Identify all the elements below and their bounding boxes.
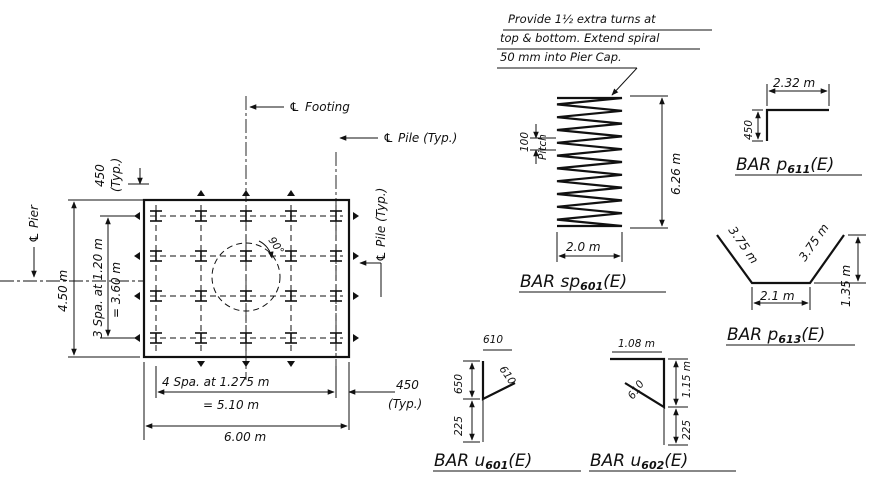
footing-outline [142,198,351,359]
note-line1: Provide 1½ extra turns at [508,12,656,26]
sp601-pitch-label: Pitch [537,134,549,160]
spacing-h-line2: = 5.10 m [203,398,259,412]
edge-marker [197,190,205,196]
angle-arc [258,240,274,259]
right-edge-typ: (Typ.) [388,397,422,411]
edge-marker [353,334,359,342]
spiral-note: Provide 1½ extra turns at top & bottom. … [497,12,712,96]
u602-height: 1.15 m [681,361,693,398]
pier-cl-symbol: ℄ [27,232,41,243]
u602-title: BAR u602(E) [590,451,688,472]
pile-cl-symbol: ℄ [383,131,394,145]
pile-marker [195,210,207,222]
angle-label: 90° [266,235,287,257]
u601-top: 610 [483,334,503,346]
p613-rise: 1.35 m [839,265,853,307]
note-line3: 50 mm into Pier Cap. [500,50,622,64]
right-edge-dim: 450 [396,378,419,392]
u601-title: BAR u601(E) [434,451,532,472]
spacing-h-line1: 4 Spa. at 1.275 m [162,375,269,389]
pile-marker [195,290,207,302]
pile-marker [285,332,297,344]
p611-shape [765,108,829,141]
bar-u601: 610 610 650 225 BAR u601(E) [433,334,581,472]
p611-leg: 450 [743,120,755,140]
top-edge-typ: (Typ.) [109,158,123,192]
p613-right: 3.75 m [796,221,832,264]
spacing-v-line1: 3 Spa. at 1.20 m [91,238,105,338]
bar-sp601: 6.26 m 100 Pitch 2.0 m BAR sp601(E) [519,95,683,293]
pile-label: Pile (Typ.) [398,131,457,145]
bar-p613: 3.75 m 3.75 m 2.1 m 1.35 m BAR p613(E) [716,221,866,346]
pile-marker [285,250,297,262]
bar-u602: 1.08 m 610 1.15 m 225 BAR u602(E) [589,338,736,472]
footing-plan: 90° ℄ Footing ℄ Pile (Typ.) ℄ Pile (Typ.… [0,96,457,444]
edge-marker [353,252,359,260]
pile-marker [285,210,297,222]
p613-shape [716,234,845,285]
pile-marker [195,332,207,344]
pile-cl-symbol-2: ℄ [374,251,388,262]
edge-marker [134,252,140,260]
p613-left: 3.75 m [726,224,762,267]
footing-cl-symbol: ℄ [289,100,300,114]
bar-p611: 2.32 m 450 BAR p611(E) [735,76,862,176]
p613-base: 2.1 m [760,289,795,303]
edge-marker [197,361,205,367]
pile-grid [150,205,343,352]
u601-tail: 225 [453,416,465,436]
spiral-shape [556,96,623,228]
edge-marker [134,292,140,300]
pile-marker [150,210,162,222]
spacing-v-line2: = 3.60 m [109,262,123,318]
u602-shape [610,357,666,409]
note-leader [611,67,638,96]
pile-marker [150,290,162,302]
edge-marker [287,361,295,367]
pile-marker [150,250,162,262]
footing-label: Footing [305,100,350,114]
overall-height: 4.50 m [56,270,70,312]
u601-height: 650 [453,374,465,394]
sp601-width: 2.0 m [566,240,601,254]
edge-marker [353,292,359,300]
edge-marker [242,361,250,367]
note-line2: top & bottom. Extend spiral [500,31,660,45]
pile-edge-markers [134,190,359,367]
pile-marker [285,290,297,302]
top-edge-dim: 450 [93,164,107,187]
p613-title: BAR p613(E) [727,325,825,346]
u602-top: 1.08 m [618,338,655,350]
sp601-title: BAR sp601(E) [520,272,627,293]
u602-tail: 225 [681,420,693,440]
edge-marker [287,190,295,196]
pile-label-2: Pile (Typ.) [374,188,388,247]
edge-marker [353,212,359,220]
pier-label: Pier [27,204,41,228]
p611-length: 2.32 m [773,76,815,90]
overall-width: 6.00 m [224,430,266,444]
pile-marker [150,332,162,344]
sp601-height: 6.26 m [669,153,683,195]
sp601-pitch: 100 [519,132,531,152]
p611-title: BAR p611(E) [736,155,834,176]
u602-diag: 610 [626,378,648,402]
pile-marker [195,250,207,262]
